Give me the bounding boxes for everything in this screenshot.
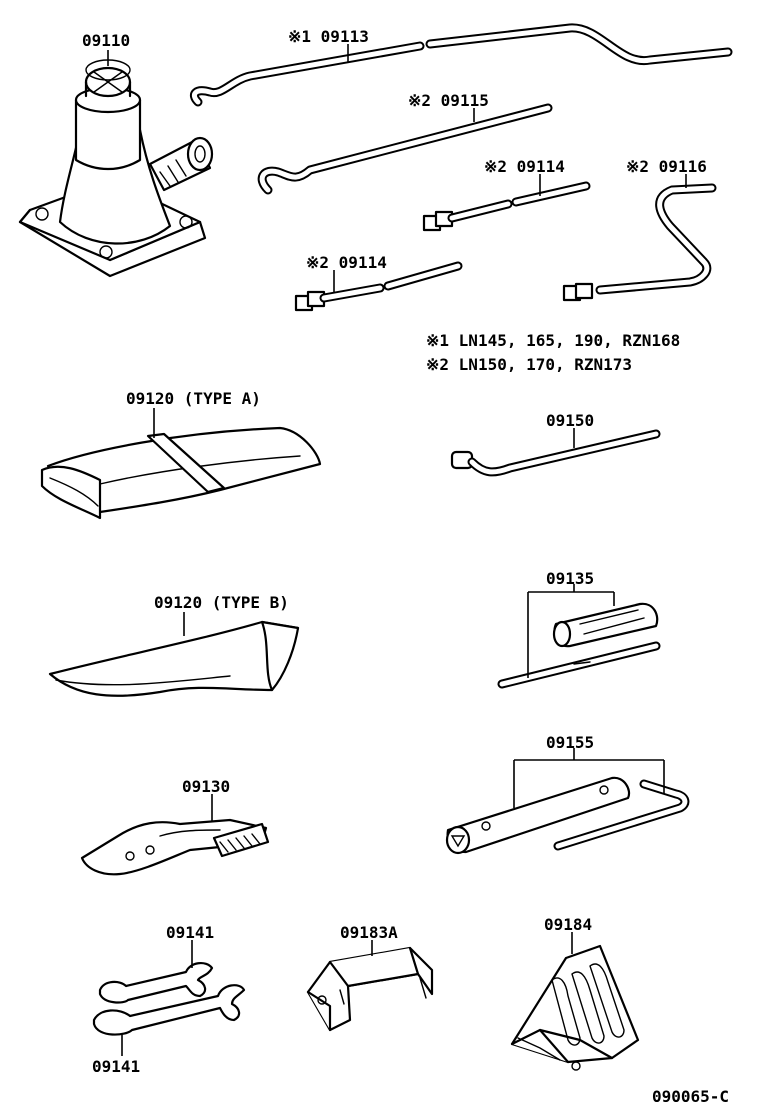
part-09114-extension-upper[interactable]: [422, 181, 591, 232]
part-09184-wheel-chock[interactable]: [510, 944, 640, 1071]
part-09155-tubular-wrench[interactable]: [445, 776, 690, 855]
label-09141a: 09141: [166, 923, 214, 942]
label-09130: 09130: [182, 777, 230, 796]
part-09116-handle[interactable]: [562, 183, 717, 302]
label-09135: 09135: [546, 569, 594, 588]
leader-09155: [513, 748, 665, 808]
label-09120a: 09120 (TYPE A): [126, 389, 261, 408]
part-09130-pliers[interactable]: [80, 818, 270, 876]
part-09141-wrench-upper[interactable]: [98, 962, 214, 1004]
label-09114b: ※2 09114: [306, 253, 387, 272]
label-09115: ※2 09115: [408, 91, 489, 110]
part-09183a-bracket[interactable]: [306, 946, 434, 1032]
label-09184: 09184: [544, 915, 592, 934]
label-09120b: 09120 (TYPE B): [154, 593, 289, 612]
part-09135-screwdriver[interactable]: [497, 602, 661, 689]
label-09150: 09150: [546, 411, 594, 430]
label-09116: ※2 09116: [626, 157, 707, 176]
part-09141-wrench-lower[interactable]: [92, 984, 246, 1036]
part-09150-wheel-nut-wrench[interactable]: [450, 429, 661, 477]
label-09110: 09110: [82, 31, 130, 50]
label-09113: ※1 09113: [288, 27, 369, 46]
label-09155: 09155: [546, 733, 594, 752]
leader-09135: [527, 584, 615, 678]
part-09113-handle[interactable]: [190, 23, 733, 107]
note-1: ※1 LN145, 165, 190, RZN168: [426, 331, 680, 350]
label-09141b: 09141: [92, 1057, 140, 1076]
part-09115-handle[interactable]: [257, 103, 553, 195]
note-2: ※2 LN150, 170, RZN173: [426, 355, 632, 374]
figure-code: 090065-C: [652, 1087, 729, 1106]
part-09110-jack[interactable]: [18, 59, 214, 278]
label-09183a: 09183A: [340, 923, 398, 942]
part-09120-tool-bag-type-b[interactable]: [48, 620, 300, 697]
part-09120-tool-bag-type-a[interactable]: [40, 426, 322, 520]
part-09114-extension-lower[interactable]: [294, 261, 463, 312]
label-09114a: ※2 09114: [484, 157, 565, 176]
